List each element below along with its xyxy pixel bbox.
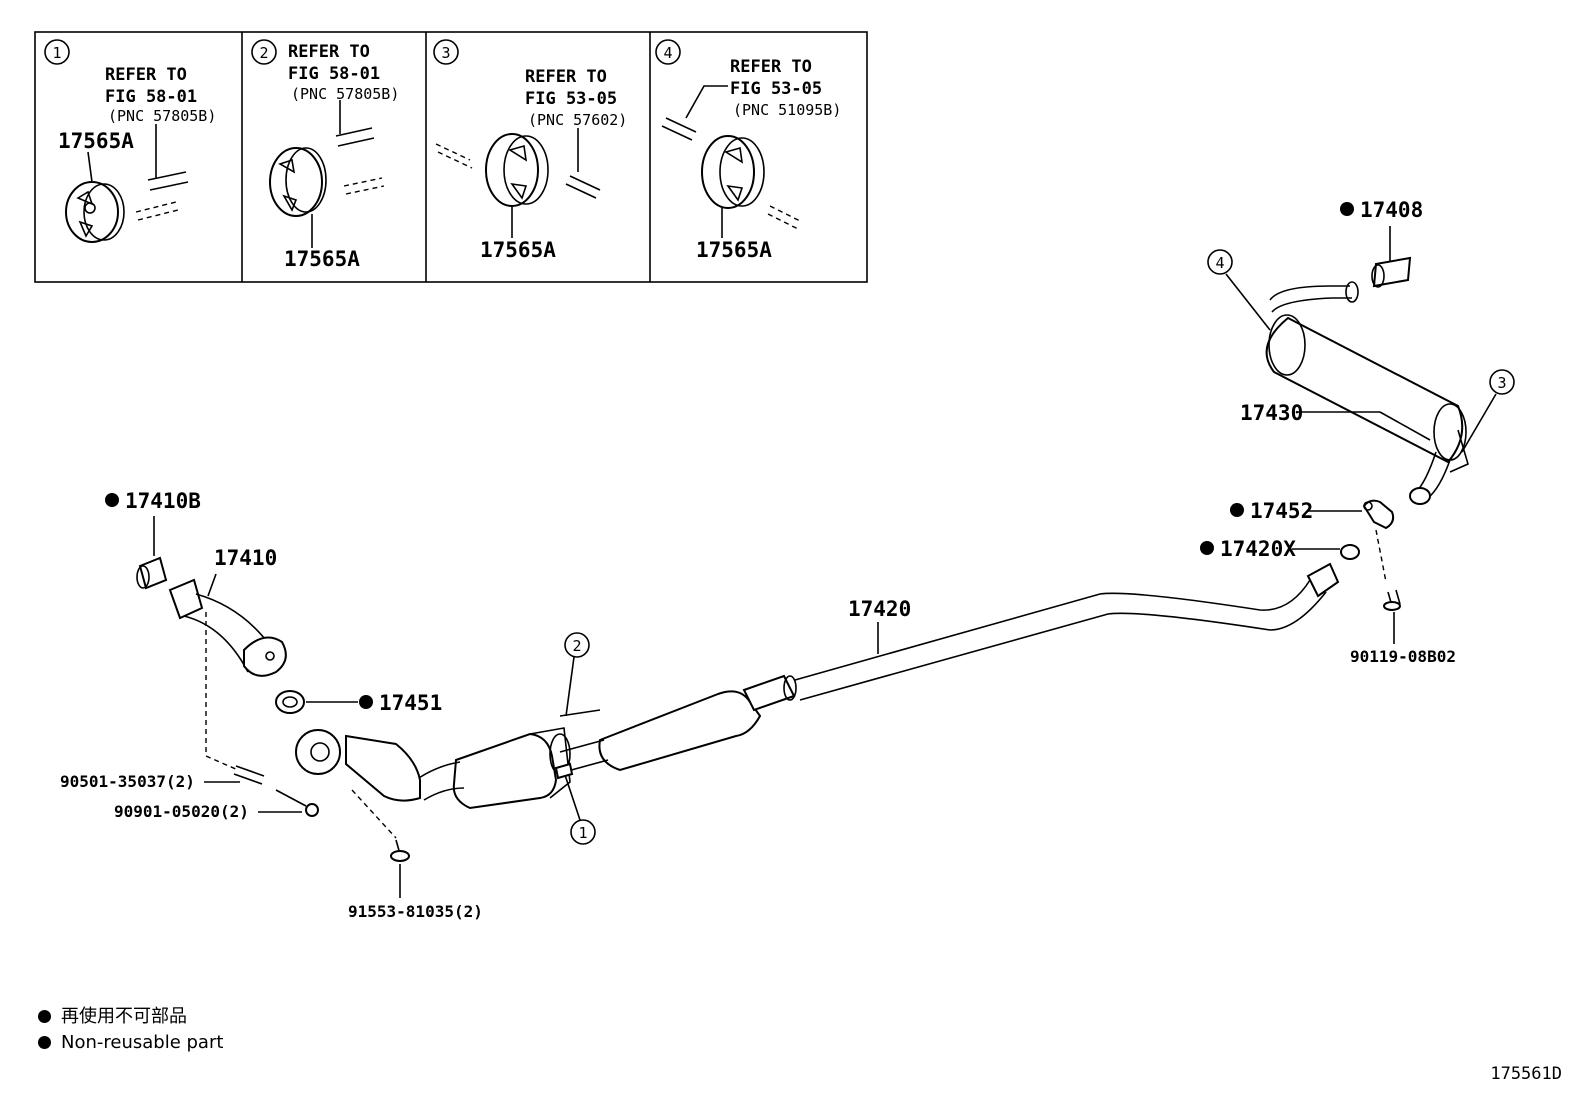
- svg-text:3: 3: [1497, 374, 1506, 392]
- label-17408: 17408: [1360, 198, 1423, 222]
- inset-4-pnc: (PNC 51095B): [733, 101, 841, 119]
- label-17430: 17430: [1240, 401, 1303, 425]
- label-90119: 90119-08B02: [1350, 647, 1456, 666]
- inset-3-refer: REFER TO: [525, 67, 607, 87]
- hanger-icon: [269, 147, 327, 217]
- inset-4-fig: FIG 53-05: [730, 79, 822, 99]
- inset-1: 1 REFER TO FIG 58-01 (PNC 57805B) 17565A: [44, 39, 216, 243]
- inset-4-refer: REFER TO: [730, 57, 812, 77]
- hanger-icon: [485, 133, 549, 207]
- inset-1-circle: 1: [52, 44, 61, 62]
- legend: 再使用不可部品 Non-reusable part: [38, 1004, 223, 1056]
- inset-4-circle: 4: [663, 44, 672, 62]
- hanger-icon: [701, 135, 765, 209]
- legend-en: Non-reusable part: [61, 1032, 224, 1053]
- bullet-icon: [38, 1036, 51, 1049]
- inset-2-refer: REFER TO: [288, 42, 370, 62]
- inset-3-pnc: (PNC 57602): [528, 111, 627, 129]
- label-17420: 17420: [848, 597, 911, 621]
- callout-3: 3: [1461, 369, 1515, 453]
- inset-2-circle: 2: [259, 44, 268, 62]
- part-17408: 17408: [1340, 198, 1423, 288]
- label-17451: 17451: [379, 691, 442, 715]
- inset-4: 4 REFER TO FIG 53-05 (PNC 51095B) 17565A: [655, 39, 841, 262]
- inset-3-part: 17565A: [480, 238, 556, 262]
- part-stud-bolts: 90501-35037(2) 90901-05020(2): [60, 612, 319, 821]
- label-17410: 17410: [214, 546, 277, 570]
- part-catalytic-converter: [295, 727, 571, 810]
- inset-1-pnc: (PNC 57805B): [108, 107, 216, 125]
- inset-panel: [34, 31, 868, 283]
- inset-3: 3 REFER TO FIG 53-05 (PNC 57602) 17565A: [433, 39, 627, 262]
- inset-1-part: 17565A: [58, 129, 134, 153]
- inset-1-fig: FIG 58-01: [105, 87, 197, 107]
- part-17410B: 17410B: [105, 489, 201, 590]
- inset-1-refer: REFER TO: [105, 65, 187, 85]
- inset-3-circle: 3: [441, 44, 450, 62]
- callout-4: 4: [1207, 249, 1271, 331]
- part-90119-08B02: 90119-08B02: [1350, 529, 1456, 666]
- part-17410-front-pipe: 17410: [168, 546, 287, 677]
- svg-text:2: 2: [572, 637, 581, 655]
- inset-3-fig: FIG 53-05: [525, 89, 617, 109]
- part-17420-center-pipe: 17420: [559, 562, 1340, 773]
- part-17452: 17452: [1230, 499, 1395, 530]
- inset-2: 2 REFER TO FIG 58-01 (PNC 57805B) 17565A: [251, 39, 399, 271]
- bullet-icon: [38, 1010, 51, 1023]
- part-17430-muffler: 17430: [1240, 281, 1469, 505]
- svg-text:4: 4: [1215, 254, 1224, 272]
- inset-2-part: 17565A: [284, 247, 360, 271]
- label-17410B: 17410B: [125, 489, 201, 513]
- label-17452: 17452: [1250, 499, 1313, 523]
- legend-jp: 再使用不可部品: [61, 1006, 187, 1027]
- label-90501: 90501-35037(2): [60, 772, 195, 791]
- legend-row-en: Non-reusable part: [38, 1030, 223, 1056]
- inset-4-part: 17565A: [696, 238, 772, 262]
- part-17420X: 17420X: [1200, 537, 1360, 561]
- inset-2-fig: FIG 58-01: [288, 64, 380, 84]
- svg-text:1: 1: [578, 824, 587, 842]
- callout-2: 2: [559, 632, 601, 717]
- legend-row-jp: 再使用不可部品: [38, 1004, 223, 1030]
- callout-1: 1: [554, 762, 596, 845]
- label-17420X: 17420X: [1220, 537, 1296, 561]
- figure-code: 175561D: [1490, 1064, 1562, 1084]
- label-91553: 91553-81035(2): [348, 902, 483, 921]
- part-91553-81035: 91553-81035(2): [348, 789, 483, 921]
- hanger-icon: [65, 181, 125, 243]
- part-17451: 17451: [275, 690, 442, 715]
- label-90901: 90901-05020(2): [114, 802, 249, 821]
- inset-2-pnc: (PNC 57805B): [291, 85, 399, 103]
